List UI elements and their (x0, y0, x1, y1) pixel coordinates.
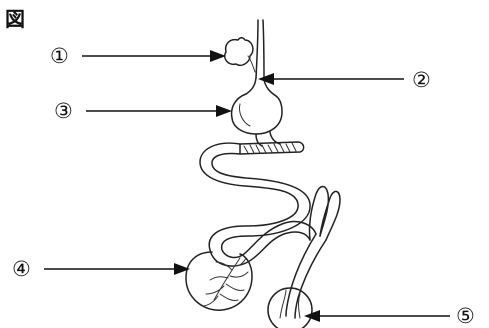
arrow-4 (44, 263, 190, 275)
rectum-tube (286, 234, 326, 318)
organ-illustration (186, 20, 340, 328)
stomach (232, 94, 282, 134)
figure-title: 図 (5, 7, 25, 31)
arrow-1 (82, 50, 226, 62)
arrow-2 (258, 73, 404, 85)
label-4: ④ (12, 257, 31, 281)
arrow-5 (304, 310, 450, 322)
intestine (200, 143, 310, 266)
label-3: ③ (54, 99, 73, 123)
pancreas-lobe (186, 252, 252, 310)
label-5: ⑤ (456, 304, 475, 328)
label-1: ① (50, 44, 69, 68)
esophagus (256, 20, 264, 80)
label-2: ② (412, 68, 431, 92)
arrow-3 (86, 105, 232, 117)
crop-sac (225, 38, 253, 66)
